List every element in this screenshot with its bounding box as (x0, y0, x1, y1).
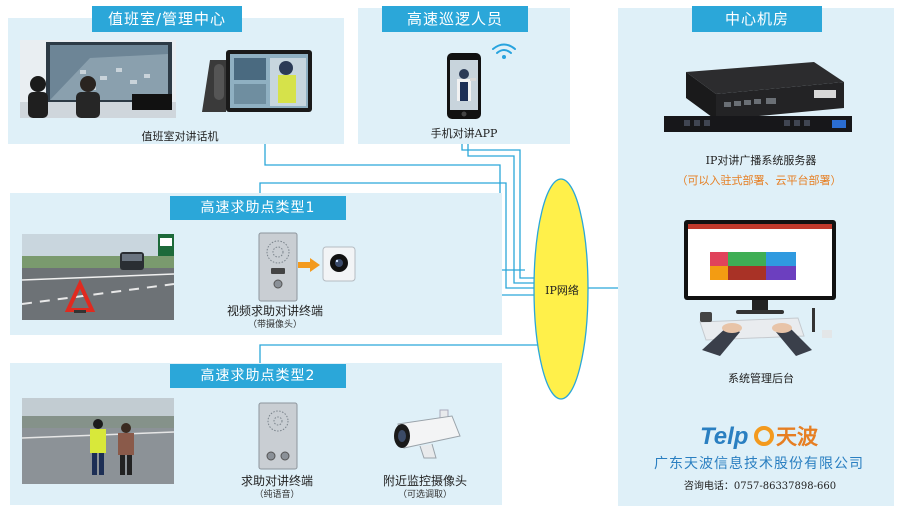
svg-text:Telp: Telp (700, 423, 748, 450)
surveillance-camera-note: （可选调取） (397, 490, 452, 500)
telpo-logo: Telp 天波 (700, 423, 819, 450)
duty-room-device-label: 值班室对讲话机 (141, 130, 219, 143)
help-point-type2-title: 高速求助点类型2 (170, 364, 346, 388)
video-intercom-terminal-image (258, 232, 298, 302)
arrow-right-icon (298, 258, 320, 272)
voice-intercom-terminal-image (258, 402, 298, 470)
wifi-icon (492, 43, 516, 59)
highway-accident-photo (22, 234, 174, 320)
ip-network-ellipse (533, 178, 589, 400)
patrol-device-label: 手机对讲APP (430, 127, 498, 140)
duty-room-title: 值班室/管理中心 (92, 6, 242, 32)
surveillance-camera-label: 附近监控摄像头 (382, 474, 467, 488)
monitoring-room-photo (20, 40, 176, 118)
data-center-title: 中心机房 (692, 6, 822, 32)
video-terminal-label: 视频求助对讲终端 (226, 304, 323, 318)
camera-module-image (322, 246, 356, 282)
server-label: IP对讲广播系统服务器 (705, 154, 817, 167)
voice-terminal-note: （纯语音） (254, 490, 300, 500)
contact-phone: 咨询电话：0757-86337898-660 (683, 481, 837, 492)
patrol-title: 高速巡逻人员 (382, 6, 528, 32)
bullet-camera-image (390, 408, 466, 460)
video-terminal-note: （带摄像头） (247, 320, 302, 330)
highway-pedestrians-photo (22, 398, 174, 484)
ip-network-label: IP网络 (545, 284, 579, 297)
company-name: 广东天波信息技术股份有限公司 (654, 456, 864, 472)
admin-console-label: 系统管理后台 (728, 372, 794, 385)
help-point-type1-title: 高速求助点类型1 (170, 196, 346, 220)
voice-terminal-label: 求助对讲终端 (240, 474, 313, 488)
svg-text:天波: 天波 (776, 425, 819, 449)
server-hardware-image (664, 54, 854, 138)
admin-console-image (680, 218, 840, 358)
server-deployment-note: （可以入驻式部署、云平台部署） (676, 174, 842, 187)
smartphone-app-image (446, 52, 482, 120)
desktop-intercom-device (196, 42, 314, 120)
